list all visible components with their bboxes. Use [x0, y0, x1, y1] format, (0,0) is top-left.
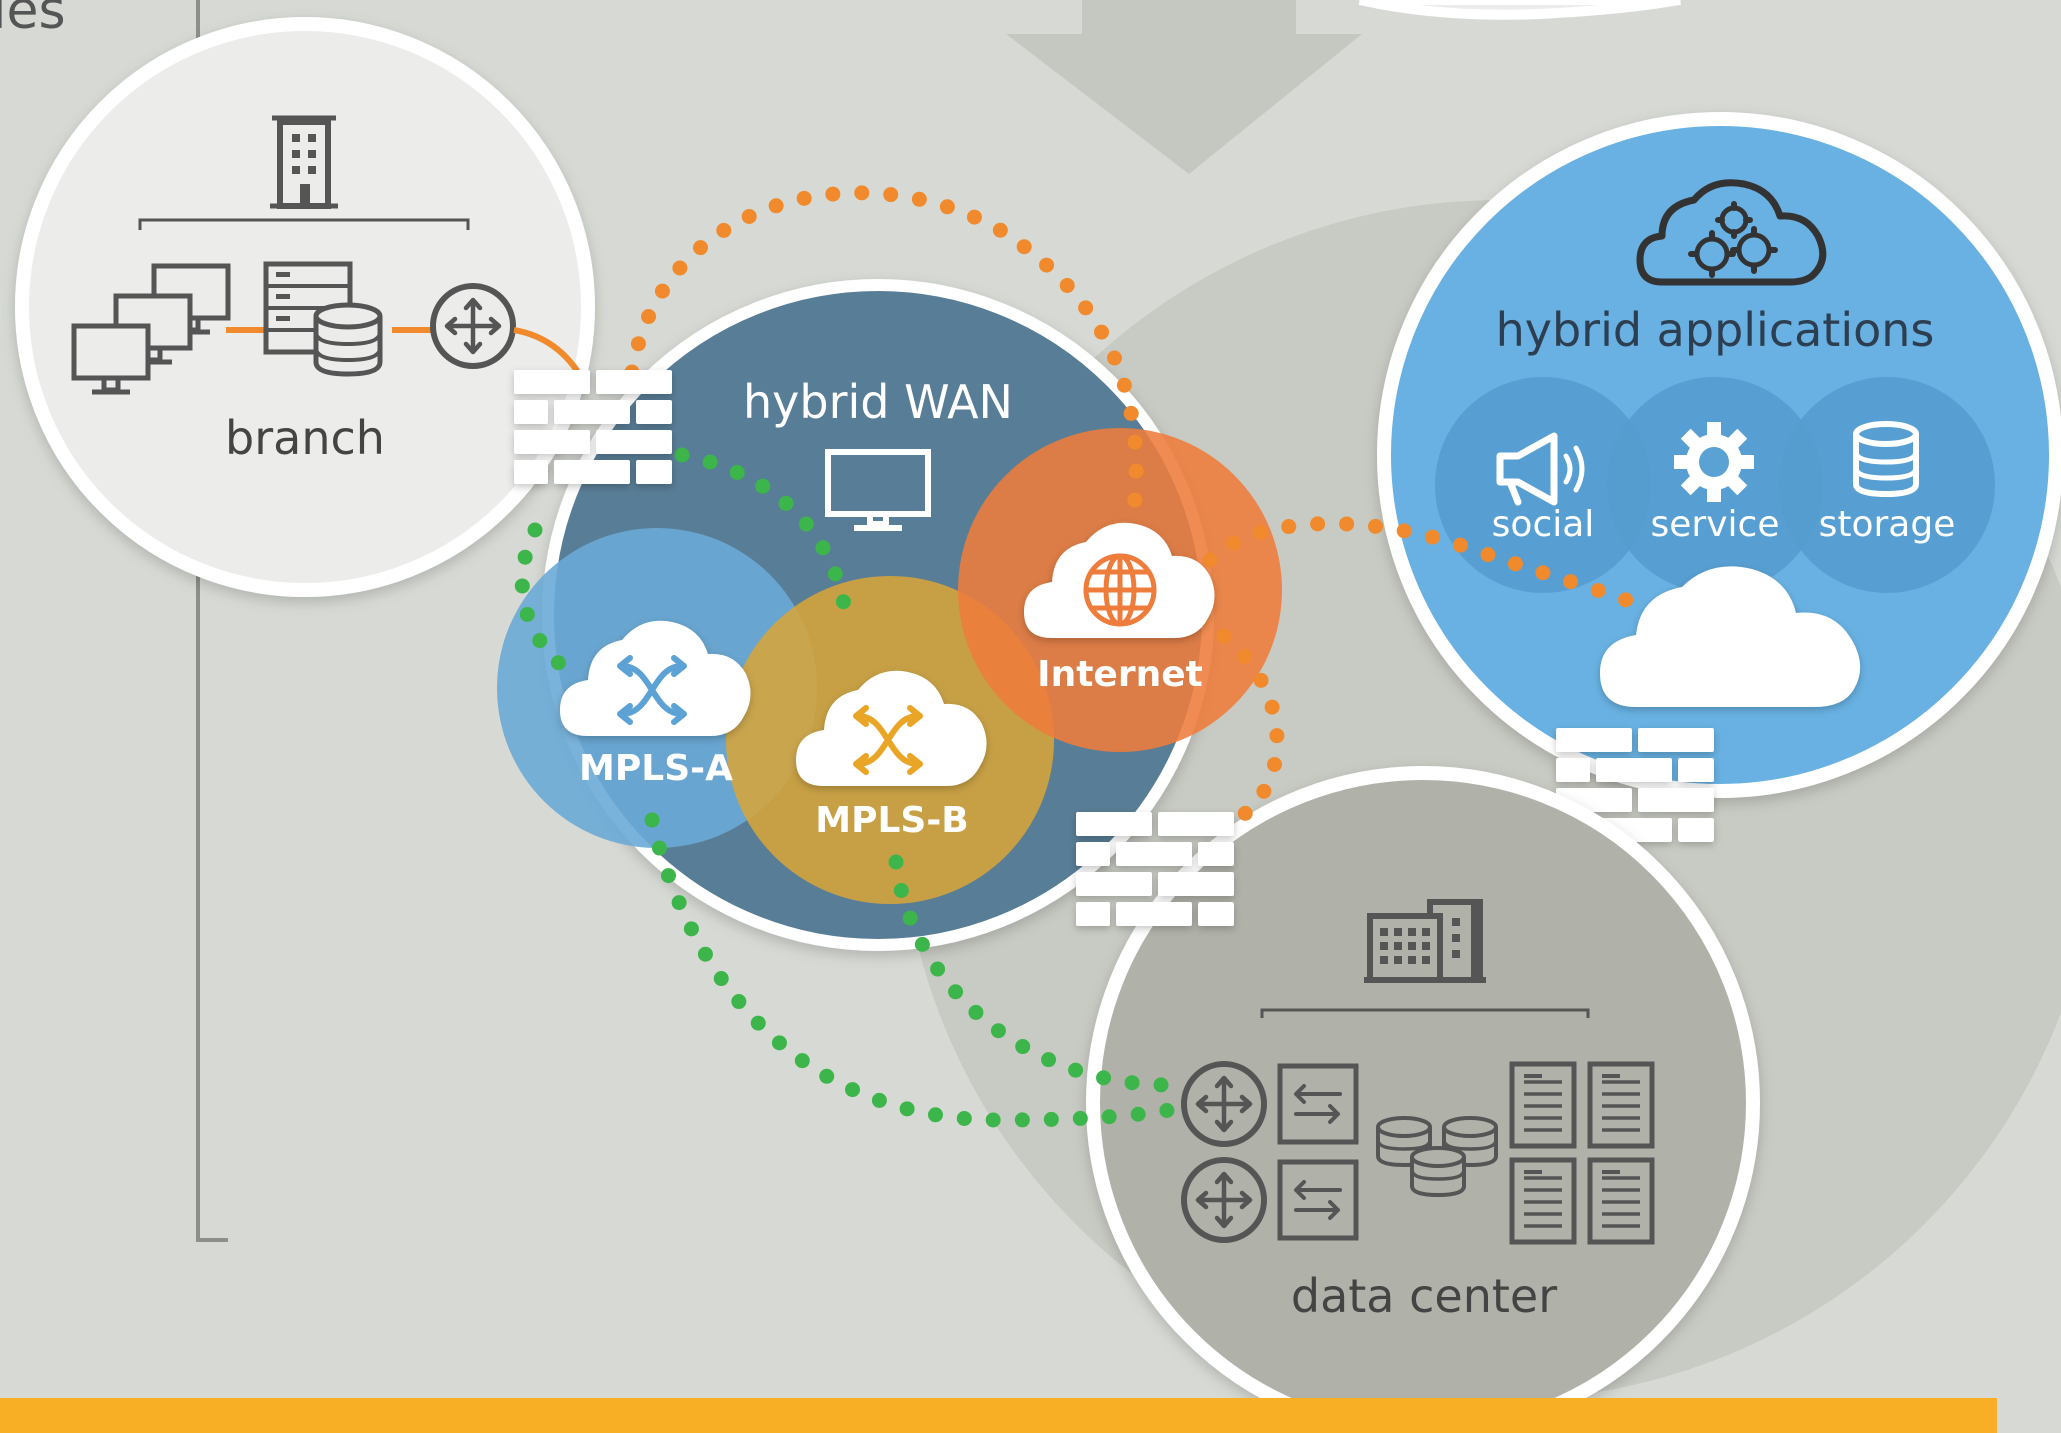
mpls-b-switch-cloud-icon [796, 670, 987, 786]
down-arrow [1006, 0, 1362, 174]
data-center-circle [1086, 766, 1760, 1433]
branch-router-icon [433, 286, 513, 366]
top-partial-circle [1358, 0, 1681, 20]
branch-label: branch [225, 411, 385, 465]
service-label: service [1651, 504, 1780, 545]
datacenter-building-icon [1364, 899, 1486, 983]
mpls-a-switch-cloud-icon [560, 620, 751, 736]
orange-dotted-path [1202, 516, 1658, 618]
dc-router-icon [1184, 1160, 1264, 1240]
header-partial-text: ies [0, 0, 66, 41]
cloud-icon [1600, 566, 1861, 707]
green-dotted-path [644, 812, 1178, 1128]
mpls-b-label: MPLS-B [815, 800, 968, 841]
storage-circle [1779, 377, 1995, 593]
social-circle [1435, 377, 1651, 593]
storage-label: storage [1819, 504, 1956, 545]
data-center-label: data center [1291, 1269, 1557, 1323]
mpls-a-label: MPLS-A [579, 748, 733, 789]
monitor-icon [825, 449, 931, 531]
bottom-bar [0, 1398, 1997, 1433]
cloud-gears-icon [1636, 179, 1827, 286]
data-center-group: data center [1086, 766, 1760, 1433]
branch-bracket [138, 218, 470, 230]
database-icon [316, 305, 380, 374]
hybrid-applications-label: hybrid applications [1496, 303, 1935, 357]
green-dotted-path [514, 522, 588, 688]
social-label: social [1492, 504, 1595, 545]
storage-db-icon [1853, 421, 1919, 498]
dc-router-icon [1184, 1064, 1264, 1144]
gear-icon [1674, 422, 1754, 502]
internet-label: Internet [1037, 654, 1203, 695]
dc-bracket [1260, 1008, 1590, 1018]
globe-cloud-icon [1024, 522, 1215, 638]
branch-group: branch [15, 17, 595, 597]
office-building-icon [270, 115, 338, 209]
green-dotted-path [674, 447, 853, 618]
hybrid-wan-label: hybrid WAN [743, 375, 1013, 429]
megaphone-icon [1496, 432, 1585, 506]
hybrid-applications-group: hybrid applications social service [1377, 112, 2061, 842]
